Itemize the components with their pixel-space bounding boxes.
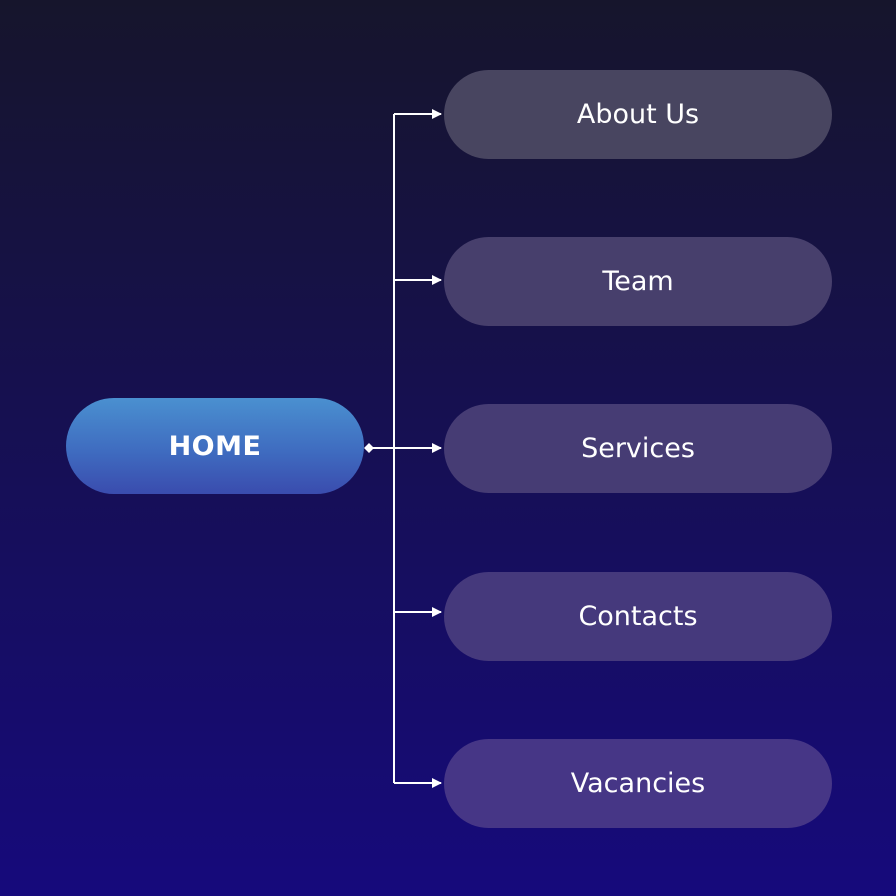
node-team-label: Team xyxy=(602,266,674,297)
node-contacts[interactable]: Contacts xyxy=(444,572,832,661)
node-team[interactable]: Team xyxy=(444,237,832,326)
home-node-label: HOME xyxy=(168,430,262,462)
root-diamond xyxy=(364,443,374,453)
node-about-us-label: About Us xyxy=(576,99,700,130)
home-node[interactable]: HOME xyxy=(66,398,364,494)
node-services[interactable]: Services xyxy=(444,404,832,493)
node-vacancies-label: Vacancies xyxy=(570,768,706,799)
node-services-label: Services xyxy=(581,433,695,464)
node-about-us[interactable]: About Us xyxy=(444,70,832,159)
node-vacancies[interactable]: Vacancies xyxy=(444,739,832,828)
node-contacts-label: Contacts xyxy=(578,601,698,632)
